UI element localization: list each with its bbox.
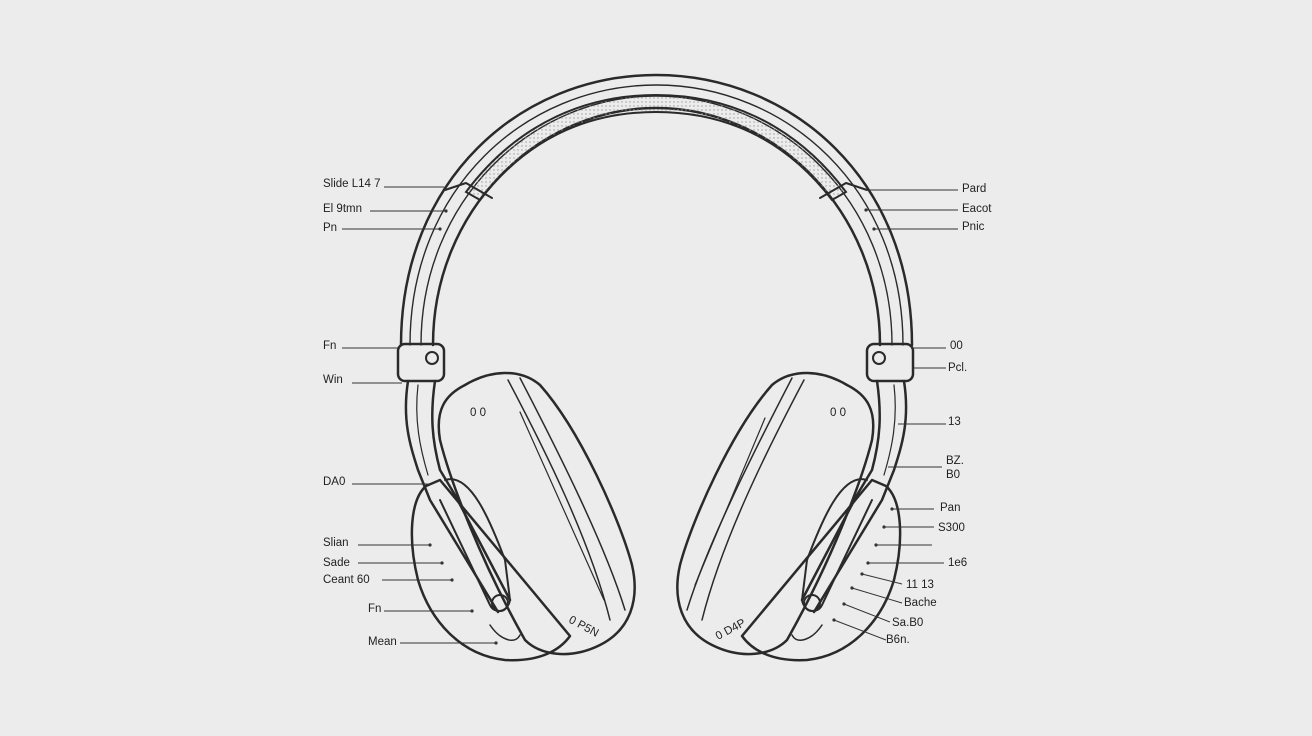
left-slider-pin (425, 351, 439, 365)
label-right-1: Pard (962, 183, 986, 195)
label-right-6: 13 (948, 416, 961, 428)
label-right-7: BZ. (946, 455, 964, 467)
label-left-11: Mean (368, 636, 397, 648)
right-yoke (800, 342, 915, 614)
right-callouts: Pard Eacot Pnic 00 Pcl. 13 BZ. B0 Pan S3… (832, 183, 992, 646)
label-left-1: Slide L14 7 (323, 178, 381, 190)
left-callouts: Slide L14 7 El 9tmn Pn Fn Win DA0 Slian … (323, 178, 498, 648)
label-left-6: DA0 (323, 476, 345, 488)
right-slider-pin (872, 351, 886, 365)
left-yoke (396, 342, 512, 614)
left-slider (396, 342, 446, 383)
label-left-7: Slian (323, 537, 349, 549)
label-right-10: S300 (938, 522, 965, 534)
label-right-15: B6n. (886, 634, 910, 646)
label-right-9: Pan (940, 502, 960, 514)
label-right-8: B0 (946, 469, 960, 481)
label-left-8: Sade (323, 557, 350, 569)
label-right-14: Sa.B0 (892, 617, 923, 629)
label-left-2: El 9tmn (323, 203, 362, 215)
label-right-5: Pcl. (948, 362, 967, 374)
label-right-4: 00 (950, 340, 963, 352)
headband-cushion (464, 93, 848, 202)
right-slider (865, 342, 915, 383)
label-right-2: Eacot (962, 203, 992, 215)
left-cup-top-mark: 0 0 (470, 407, 486, 419)
label-right-3: Pnic (962, 221, 985, 233)
label-right-12: 11 13 (906, 579, 934, 591)
right-ear-cup: 0 0 0 D4P (676, 371, 875, 656)
label-left-9: Ceant 60 (323, 574, 370, 586)
left-cup-bottom-mark: 0 P5N (567, 614, 601, 640)
headband (399, 73, 914, 347)
label-right-13: Bache (904, 597, 937, 609)
left-ear-cushion (410, 478, 572, 662)
label-left-10: Fn (368, 603, 381, 615)
label-left-5: Win (323, 374, 343, 386)
label-left-4: Fn (323, 340, 336, 352)
label-right-11: 1e6 (948, 557, 967, 569)
label-left-3: Pn (323, 222, 337, 234)
right-ear-cushion (740, 478, 902, 662)
right-cup-top-mark: 0 0 (830, 407, 846, 419)
